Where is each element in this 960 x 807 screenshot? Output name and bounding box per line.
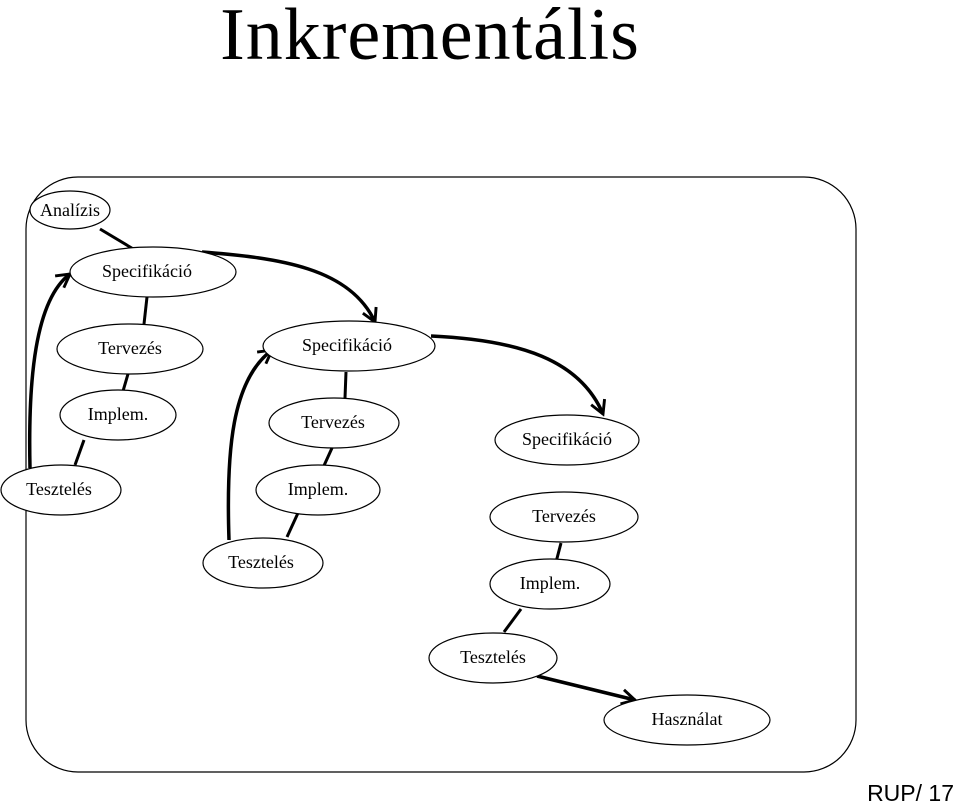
node-label-impl3: Implem. xyxy=(520,573,581,593)
arrow-teszt1-back-to-spec1 xyxy=(27,274,70,469)
node-spec1 xyxy=(69,246,237,298)
node-teszt3 xyxy=(428,632,558,684)
arrow-teszt3-to-hasznalat xyxy=(536,674,635,700)
connector-impl1-teszt1 xyxy=(73,439,86,466)
node-label-terv1: Tervezés xyxy=(98,338,162,358)
connector-impl3-teszt3 xyxy=(502,608,523,633)
node-label-teszt2: Tesztelés xyxy=(228,552,294,572)
node-label-terv2: Tervezés xyxy=(301,412,365,432)
slide-footer: RUP/ 17 xyxy=(867,780,954,806)
node-label-spec2: Specifikáció xyxy=(302,335,392,355)
node-impl3 xyxy=(489,558,611,610)
node-label-analizis: Analízis xyxy=(40,200,100,220)
arrow-spec1-to-spec2 xyxy=(201,250,375,322)
node-spec2 xyxy=(262,320,436,372)
arrow-teszt2-back-to-spec2 xyxy=(226,350,272,541)
node-labels: Analízis Specifikáció Tervezés Implem. T… xyxy=(26,200,722,729)
arrow-spec2-to-spec3 xyxy=(430,334,603,414)
node-label-teszt1: Tesztelés xyxy=(26,479,92,499)
node-terv1 xyxy=(56,323,204,375)
node-shapes xyxy=(0,190,771,746)
node-label-hasznalat: Használat xyxy=(652,709,723,729)
node-teszt2 xyxy=(202,537,324,589)
node-terv3 xyxy=(489,491,639,543)
slide-title: Inkrementális xyxy=(220,0,640,76)
node-label-teszt3: Tesztelés xyxy=(460,647,526,667)
node-impl2 xyxy=(255,464,381,516)
node-label-terv3: Tervezés xyxy=(532,506,596,526)
node-analizis xyxy=(29,190,111,230)
connector-impl2-teszt2 xyxy=(285,512,300,538)
node-spec3 xyxy=(494,414,640,466)
node-teszt1 xyxy=(0,464,122,516)
node-impl1 xyxy=(59,389,177,441)
connector-spec2-terv2 xyxy=(343,371,348,399)
node-label-impl2: Implem. xyxy=(288,479,349,499)
node-label-spec3: Specifikáció xyxy=(522,429,612,449)
flow-arrows xyxy=(27,250,635,700)
node-label-impl1: Implem. xyxy=(88,404,149,424)
node-hasznalat xyxy=(603,694,771,746)
node-label-spec1: Specifikáció xyxy=(102,261,192,281)
connector-spec1-terv1 xyxy=(142,296,149,325)
node-terv2 xyxy=(268,397,400,449)
connector-analizis-spec1 xyxy=(99,227,136,252)
